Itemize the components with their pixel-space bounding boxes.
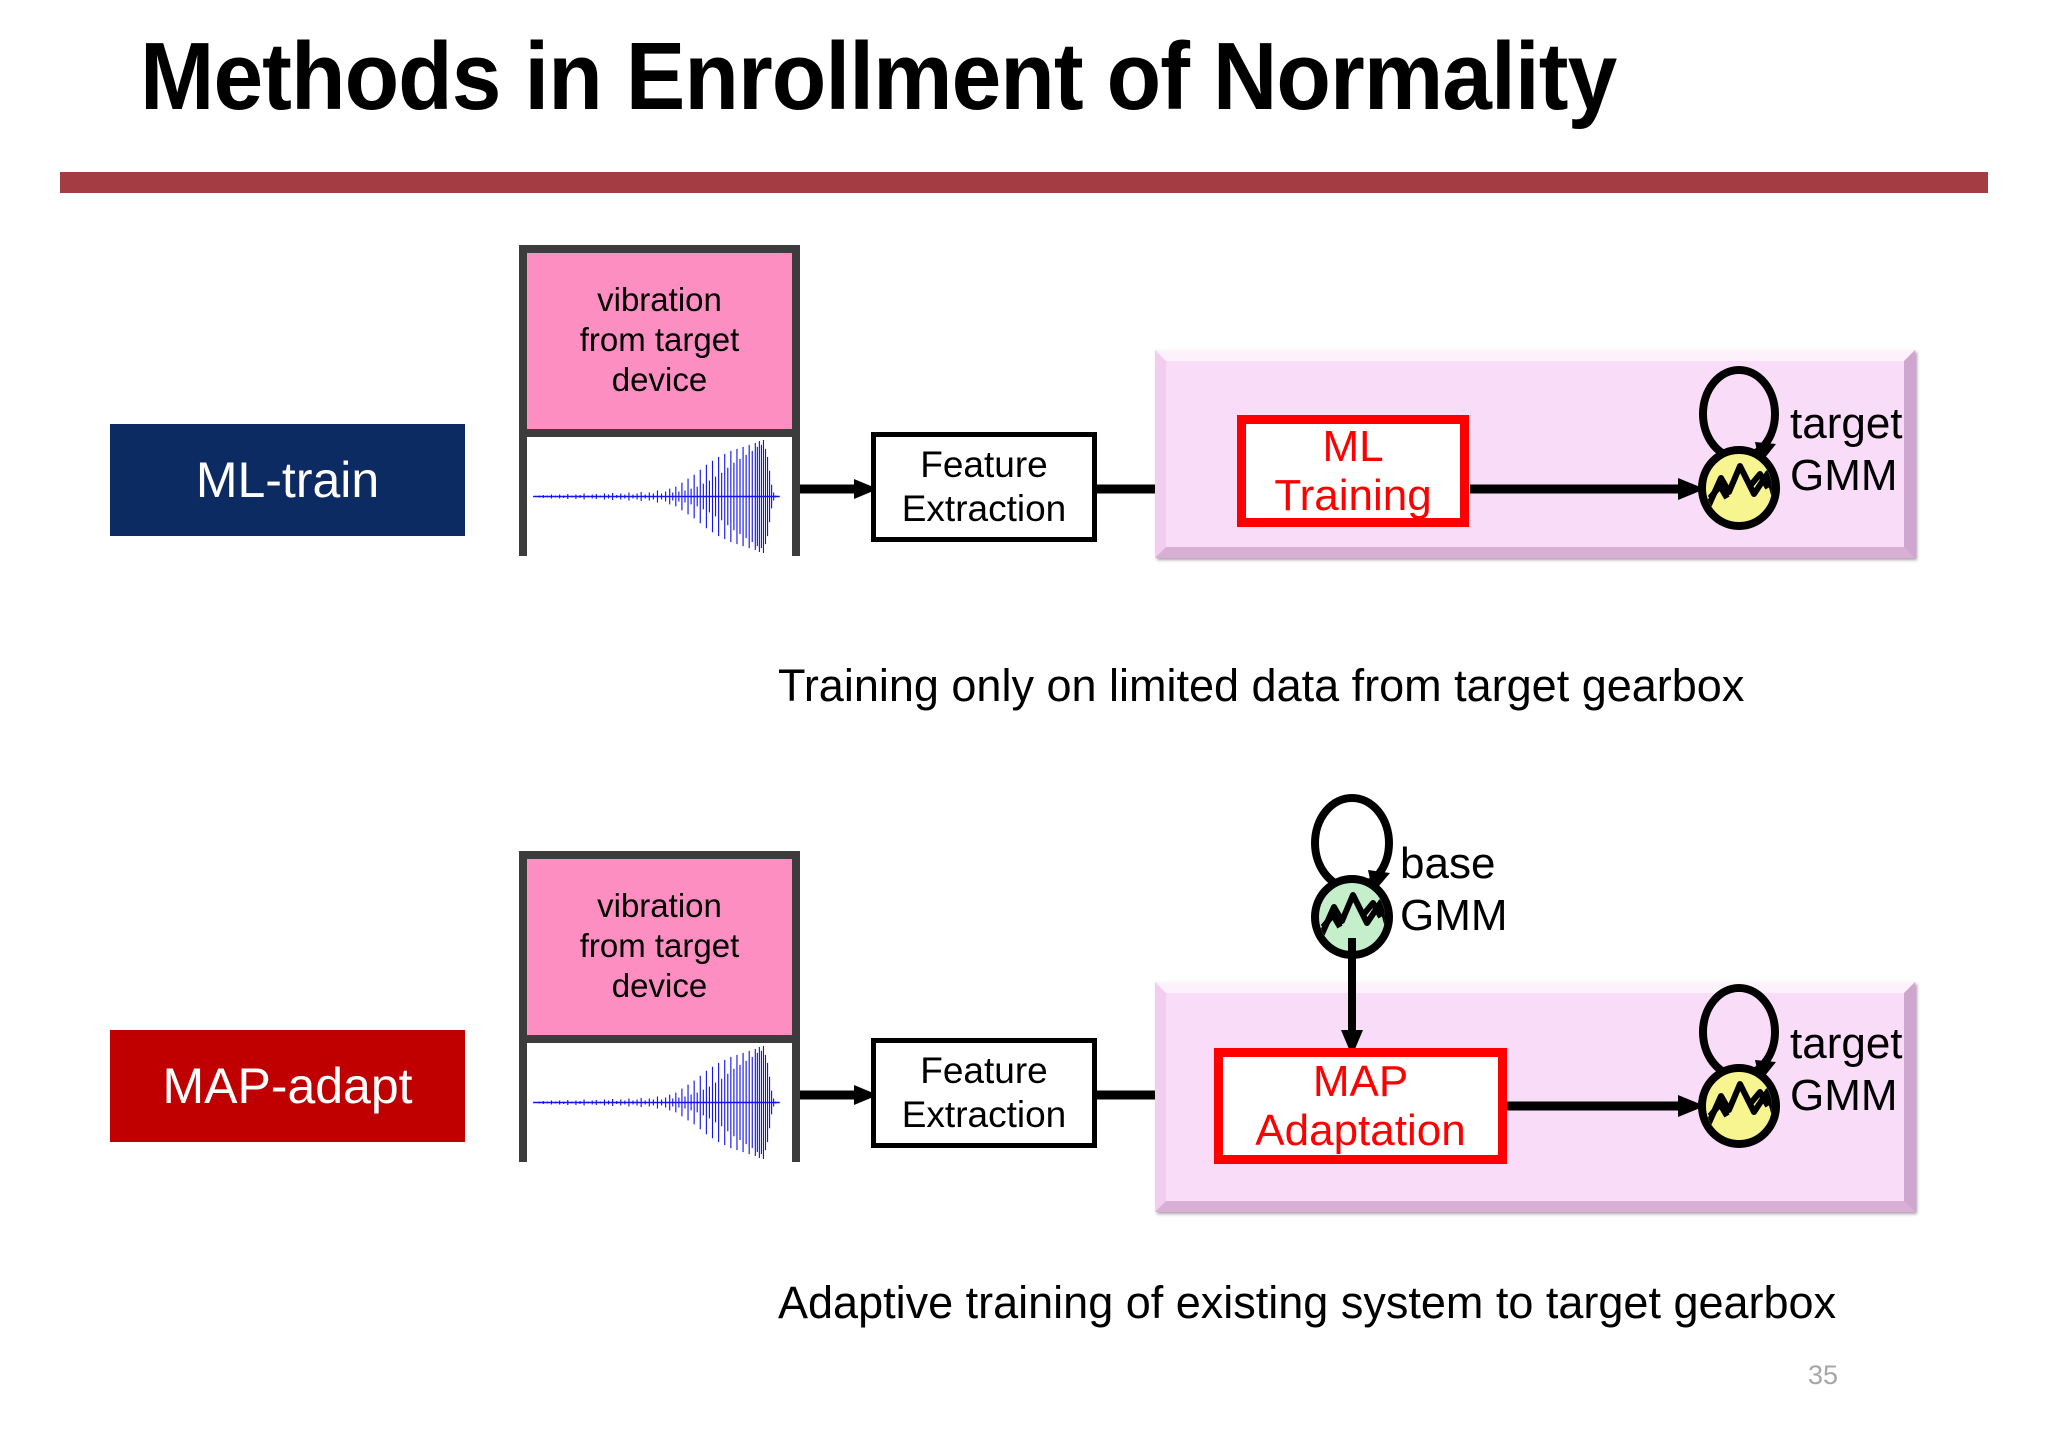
flow-arrow-base-gmm-to-adaptation <box>1340 938 1364 1056</box>
caption-row2: Adaptive training of existing system to … <box>778 1277 1837 1328</box>
map-adaptation-line-1: MAP <box>1312 1056 1409 1106</box>
title-divider-rule <box>60 172 1988 193</box>
target-gmm-label-line-1: target <box>1790 399 1903 448</box>
feature-extraction-line-1: Feature <box>920 1050 1048 1092</box>
map-adaptation-line-2: Adaptation <box>1255 1106 1466 1155</box>
map-adaptation-box[interactable]: MAP Adaptation <box>1214 1048 1507 1164</box>
method-tag-map-adapt[interactable]: MAP-adapt <box>110 1030 465 1142</box>
method-tag-label: ML-train <box>195 452 380 508</box>
vibration-source-label-row1: vibration from target device <box>527 253 792 429</box>
vibration-waveform-icon-row2 <box>527 1043 792 1162</box>
base-gmm-label-line-1: base <box>1400 839 1496 888</box>
ml-training-line-1: ML <box>1322 421 1384 471</box>
target-gmm-label-line-1: target <box>1790 1019 1903 1068</box>
vibration-label-line-2: from target <box>579 926 740 964</box>
vibration-label-line-1: vibration <box>597 886 722 924</box>
vibration-waveform-icon-row1 <box>527 437 792 556</box>
vibration-label-line-3: device <box>611 361 708 399</box>
page-number: 35 <box>1807 1360 1838 1390</box>
vibration-label-line-1: vibration <box>597 280 722 318</box>
base-gmm-label-line-2: GMM <box>1400 890 1508 940</box>
flow-arrow-adaptation-to-gmm-row2 <box>1507 1094 1705 1118</box>
target-gmm-label-row1: target GMM <box>1790 398 1903 502</box>
ml-training-box[interactable]: ML Training <box>1237 415 1469 527</box>
flow-arrow-source-to-feature-row2 <box>800 1083 878 1107</box>
feature-extraction-line-2: Extraction <box>901 1094 1067 1135</box>
feature-extraction-line-1: Feature <box>920 444 1048 486</box>
target-gmm-label-line-2: GMM <box>1790 1070 1898 1120</box>
vibration-source-label-row2: vibration from target device <box>527 859 792 1035</box>
target-gmm-label-row2: target GMM <box>1790 1018 1903 1122</box>
gmm-node-icon-target-row1 <box>1676 366 1826 530</box>
feature-extraction-box-row1: Feature Extraction <box>871 432 1097 542</box>
gmm-node-icon-target-row2 <box>1676 984 1826 1148</box>
gmm-node-icon-base-row2 <box>1290 794 1440 959</box>
caption-row1: Training only on limited data from targe… <box>778 660 1745 711</box>
vibration-label-line-3: device <box>611 967 708 1005</box>
method-tag-ml-train[interactable]: ML-train <box>110 424 465 536</box>
method-tag-label: MAP-adapt <box>162 1058 413 1114</box>
flow-arrow-training-to-gmm-row1 <box>1470 477 1705 501</box>
target-gmm-label-line-2: GMM <box>1790 450 1898 500</box>
vibration-label-line-2: from target <box>579 320 740 358</box>
page-title: Methods in Enrollment of Normality <box>140 23 1617 130</box>
vibration-source-box-row1: vibration from target device <box>519 245 800 556</box>
vibration-source-box-row2: vibration from target device <box>519 851 800 1162</box>
ml-training-line-2: Training <box>1274 471 1432 520</box>
base-gmm-label-row2: base GMM <box>1400 838 1508 942</box>
flow-arrow-source-to-feature-row1 <box>800 477 878 501</box>
feature-extraction-box-row2: Feature Extraction <box>871 1038 1097 1148</box>
feature-extraction-line-2: Extraction <box>901 488 1067 529</box>
